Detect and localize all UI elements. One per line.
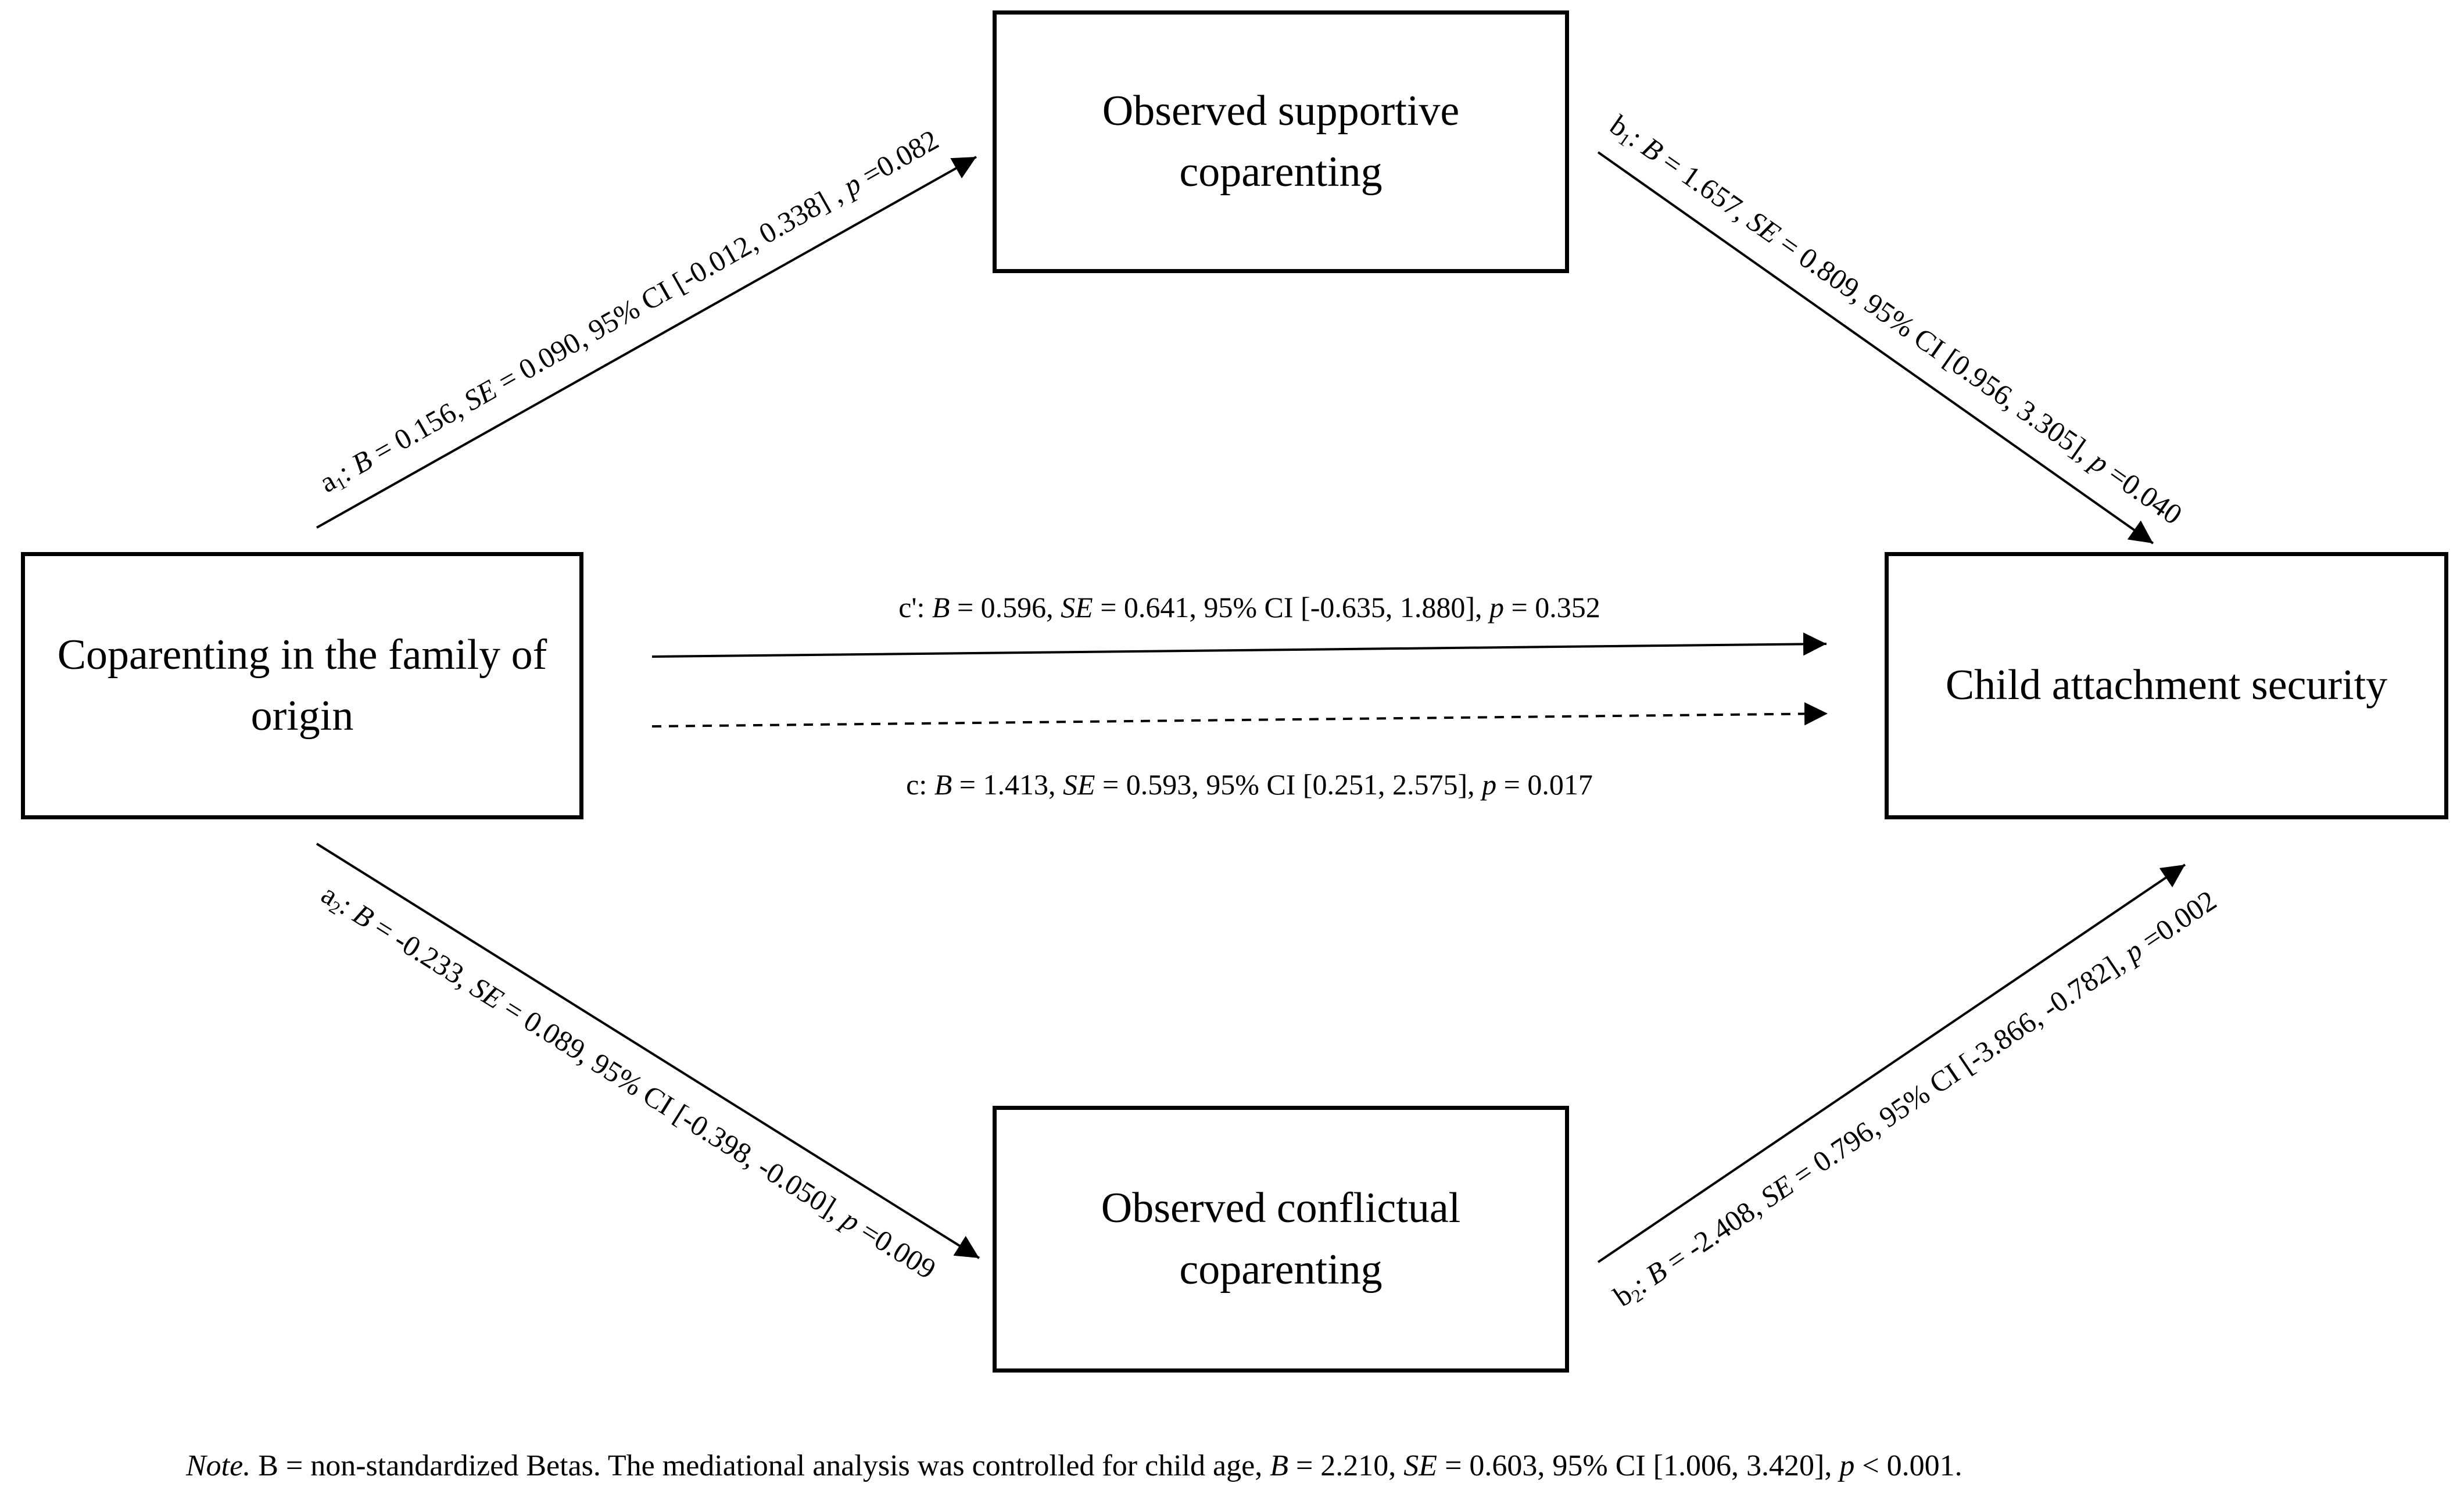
- path-c-label: c: B = 1.413, SE = 0.593, 95% CI [0.251,…: [906, 768, 1593, 801]
- outcome-box-child-attachment-security: Child attachment security: [1885, 552, 2448, 819]
- arrow-b1: [1597, 151, 2154, 544]
- box-label-line1: Observed conflictual: [1101, 1184, 1461, 1232]
- arrow-c-total-dashed: [651, 702, 1828, 728]
- box-label-line2: origin: [250, 692, 354, 740]
- arrow-a2: [316, 843, 980, 1259]
- mediator-box-supportive-coparenting: Observed supportive coparenting: [993, 10, 1569, 273]
- mediator-box-conflictual-coparenting: Observed conflictual coparenting: [993, 1106, 1569, 1373]
- arrow-a1: [316, 156, 977, 529]
- box-label-line1: Observed supportive: [1102, 87, 1460, 135]
- figure-note: Note. B = non-standardized Betas. The me…: [186, 1449, 1962, 1482]
- box-label-line2: coparenting: [1179, 1245, 1383, 1294]
- path-c-prime-label: c': B = 0.596, SE = 0.641, 95% CI [-0.63…: [898, 591, 1600, 624]
- arrow-b2: [1597, 864, 2186, 1263]
- box-label-line1: Child attachment security: [1945, 661, 2388, 710]
- predictor-box-coparenting-family-of-origin: Coparenting in the family of origin: [21, 552, 583, 819]
- box-label-line1: Coparenting in the family of: [57, 630, 547, 679]
- arrow-c-prime-direct: [651, 632, 1827, 658]
- box-label-line2: coparenting: [1179, 148, 1383, 196]
